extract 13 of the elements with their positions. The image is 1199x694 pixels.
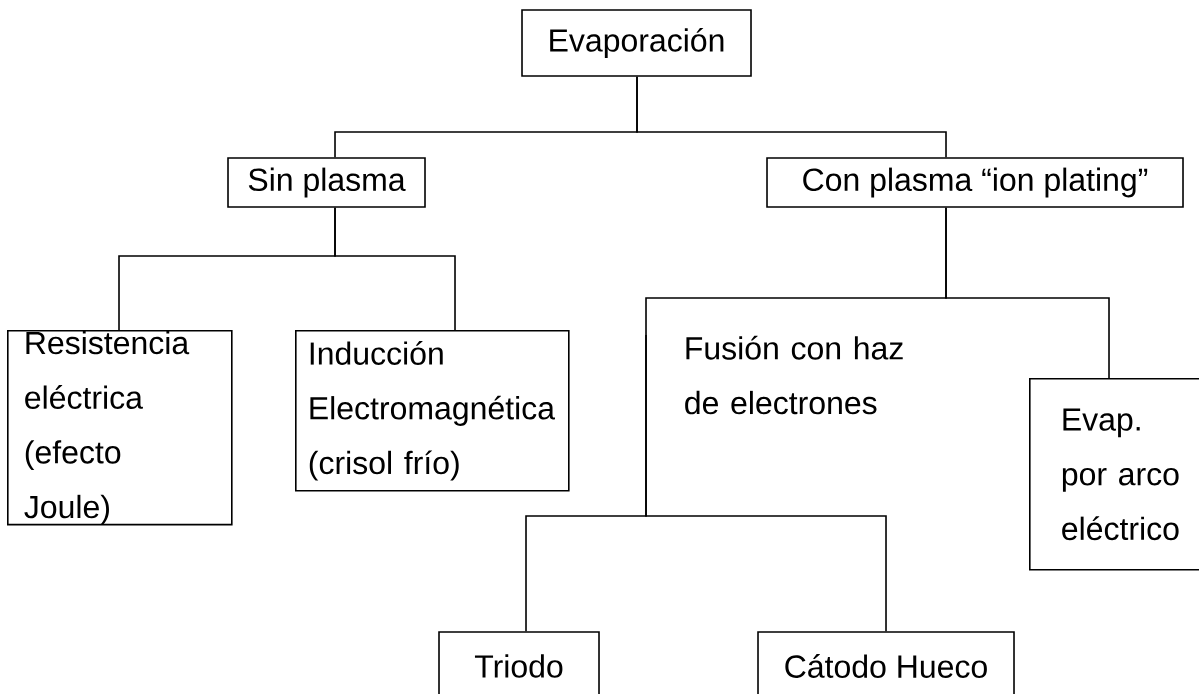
- connector-line: [636, 76, 947, 158]
- branch-label: Fusión con haz de electrones: [685, 335, 903, 415]
- process-box: Evaporación: [521, 9, 752, 77]
- process-box: Con plasma “ion plating”: [766, 157, 1184, 208]
- connector-line: [645, 334, 887, 632]
- connector-line: [945, 207, 1110, 379]
- process-box: Cátodo Hueco: [757, 631, 1015, 694]
- process-box: Sin plasma: [227, 157, 426, 208]
- process-box: Triodo: [438, 631, 600, 694]
- process-box: Resistencia eléctrica (efecto Joule): [7, 330, 233, 526]
- process-box: Evap. por arco eléctrico: [1029, 378, 1199, 571]
- connector-line: [334, 207, 456, 331]
- process-box: Inducción Electromagnética (crisol frío): [295, 330, 570, 492]
